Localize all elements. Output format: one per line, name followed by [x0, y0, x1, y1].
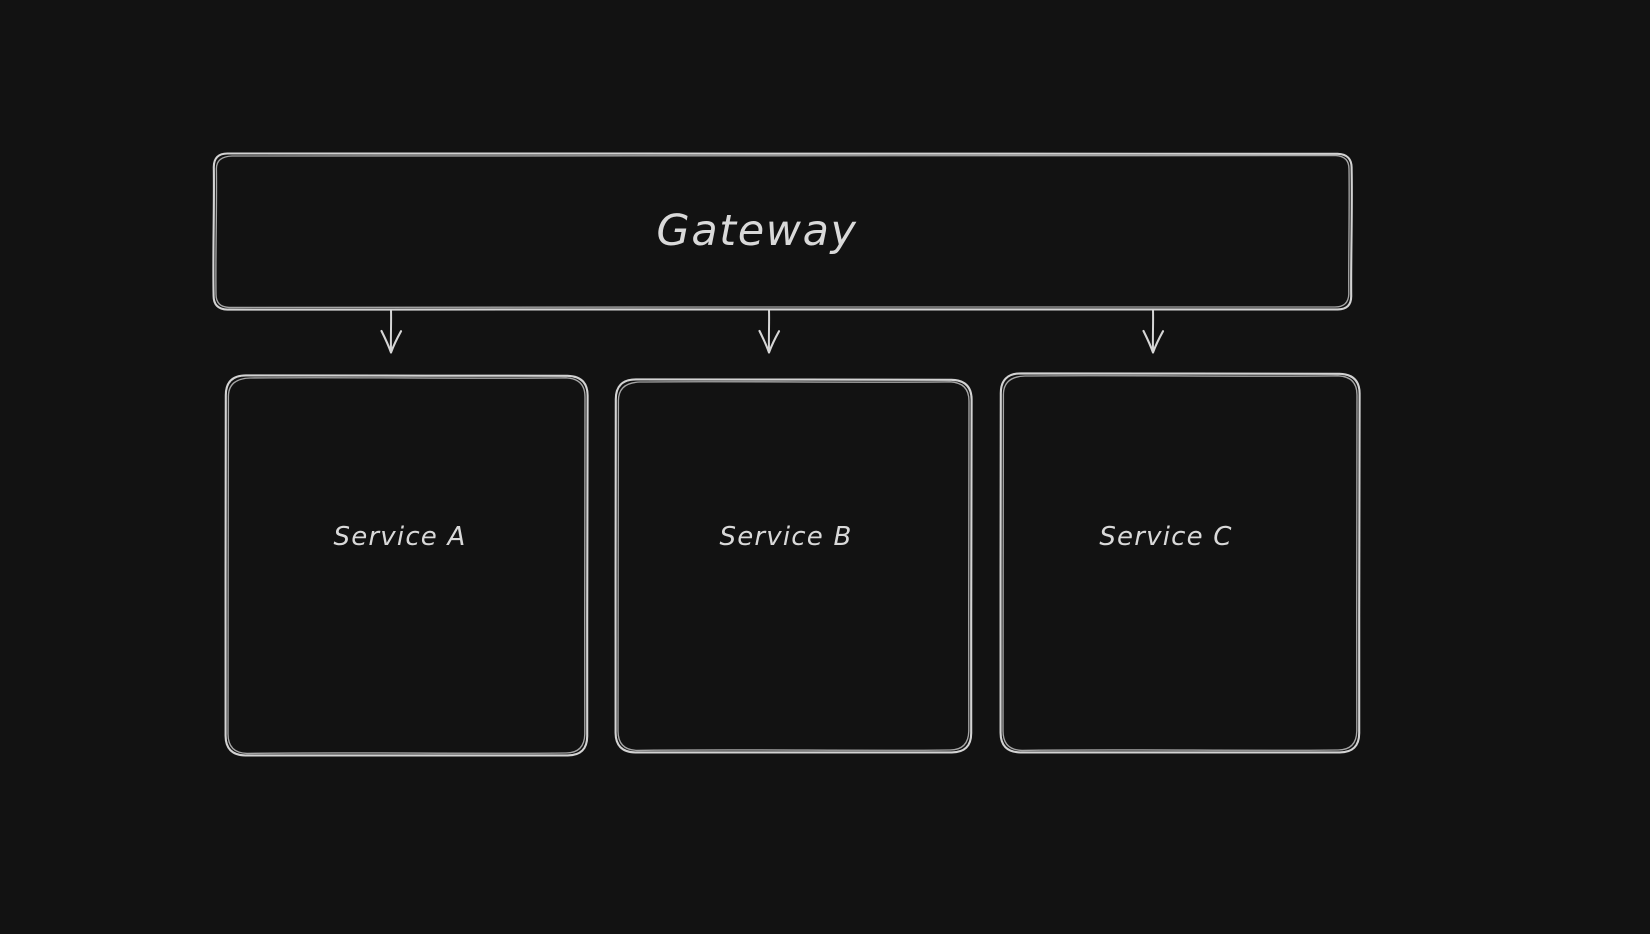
- service-a-box-fill: [225, 375, 588, 756]
- edge-gateway-to-service-c[interactable]: [1142, 309, 1165, 354]
- node-service-c[interactable]: Service C: [999, 372, 1361, 754]
- gateway-box-fill: [213, 153, 1352, 310]
- arrowhead-service-b: [758, 329, 781, 354]
- service-a-label: Service A: [334, 522, 467, 552]
- service-c-box-outline: [999, 372, 1361, 754]
- service-a-box-outline: [224, 374, 589, 757]
- service-b-label: Service B: [720, 522, 853, 552]
- node-service-b[interactable]: Service B: [614, 378, 973, 754]
- arrowhead-service-c: [1142, 329, 1165, 354]
- service-a-box-outline-secondary: [227, 377, 586, 755]
- service-c-box-outline-secondary: [1002, 375, 1358, 752]
- arrowhead-service-a: [380, 329, 403, 354]
- service-b-box-outline-secondary: [617, 381, 970, 752]
- edge-gateway-to-service-b[interactable]: [758, 309, 781, 354]
- gateway-box-outline: [212, 152, 1353, 311]
- service-c-box-fill: [1000, 373, 1360, 753]
- service-b-box-outline: [614, 378, 973, 754]
- edge-gateway-to-service-a[interactable]: [380, 309, 403, 354]
- gateway-box-outline-secondary: [215, 154, 1350, 309]
- gateway-label: Gateway: [656, 206, 857, 256]
- service-b-box-fill: [615, 379, 972, 753]
- service-c-label: Service C: [1099, 522, 1232, 552]
- node-gateway[interactable]: Gateway: [212, 152, 1353, 311]
- node-service-a[interactable]: Service A: [224, 374, 589, 757]
